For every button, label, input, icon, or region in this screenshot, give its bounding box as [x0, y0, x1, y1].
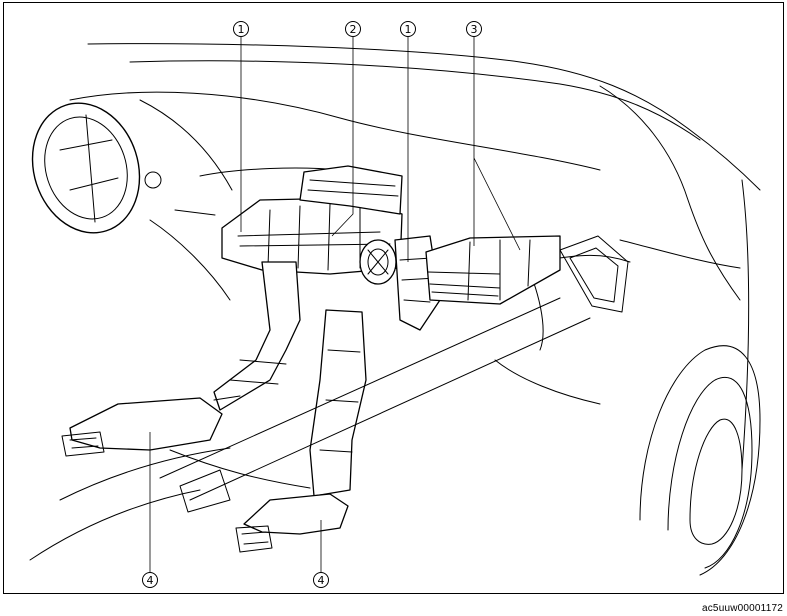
floor-duct-right-outlet: [235, 525, 273, 553]
fender-arch: [639, 345, 761, 576]
steering-wheel-inner: [44, 116, 128, 220]
floor-duct-left-ribs: [213, 359, 287, 401]
console-front: [179, 469, 231, 513]
floor-diagonal-right: [189, 317, 591, 501]
svg-text:2: 2: [350, 23, 357, 36]
heater-top-box: [299, 165, 403, 215]
blower-motor-inner: [367, 248, 389, 276]
steering-wheel-rim: [31, 102, 141, 234]
callout-1-left: 1: [233, 21, 249, 37]
floor-duct-left-foot: [69, 397, 223, 451]
svg-text:3: 3: [471, 23, 478, 36]
callout-3: 3: [466, 21, 482, 37]
floor-diagonal-left: [159, 297, 561, 479]
svg-text:1: 1: [405, 23, 412, 36]
a-pillar-right: [599, 85, 741, 301]
svg-text:4: 4: [147, 574, 154, 587]
cooling-unit-fins: [427, 239, 531, 301]
steering-spokes: [59, 114, 119, 223]
wheel-inner: [667, 377, 753, 569]
blower-lines: [367, 249, 389, 275]
floor-duct-right-riser: [309, 309, 367, 497]
right-vent-inner: [569, 247, 619, 303]
svg-text:4: 4: [318, 574, 325, 587]
heater-unit-left-ribs: [237, 203, 391, 271]
wheel-hub: [689, 418, 743, 545]
floor-duct-left-outlet: [61, 431, 105, 457]
callout-4-left: 4: [142, 572, 158, 588]
leader-2: [331, 37, 354, 237]
callout-2: 2: [345, 21, 361, 37]
cooling-unit-right: [425, 235, 561, 305]
callout-1-right: 1: [400, 21, 416, 37]
svg-text:1: 1: [238, 23, 245, 36]
windshield-top-line: [129, 60, 701, 141]
roof-line: [87, 43, 761, 191]
callout-4-right: 4: [313, 572, 329, 588]
console-outline: [29, 447, 311, 561]
floor-duct-right-ribs: [319, 349, 361, 453]
floor-duct-right-foot: [243, 493, 349, 535]
ignition-knob: [144, 171, 162, 189]
leader-3: [473, 37, 521, 251]
right-vent-outline: [559, 235, 629, 313]
door-line: [619, 179, 750, 471]
dash-top-far: [69, 91, 601, 171]
floor-duct-left-riser: [213, 261, 301, 411]
figure-id-label: ac5uuw00001172: [701, 603, 783, 614]
dashboard-lower-left: [149, 209, 231, 301]
diagram-frame: [3, 2, 784, 594]
